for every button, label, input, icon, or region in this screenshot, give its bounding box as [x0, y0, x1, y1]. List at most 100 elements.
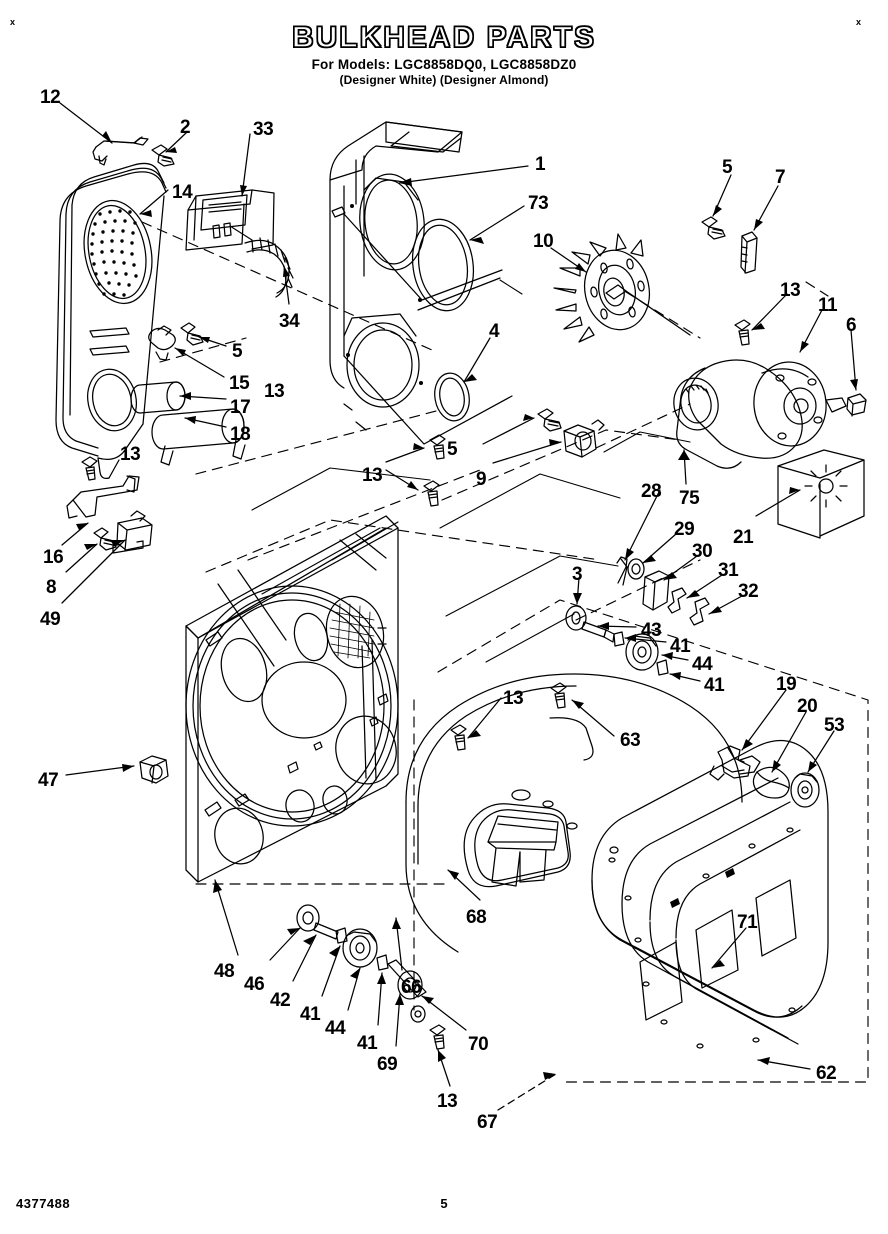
part-5-screw-center: [537, 408, 562, 432]
part-15-knob: [148, 325, 176, 361]
callout-63: 63: [620, 730, 641, 751]
part-44-roller-b: [342, 928, 378, 968]
projection-housing-top: [805, 281, 829, 297]
callout-41-a: 41: [670, 636, 691, 657]
part-13-screw-housing: [734, 319, 751, 346]
part-62-drum: [591, 739, 829, 1049]
finishes-label: (Designer White) (Designer Almond): [339, 73, 549, 88]
callout-68: 68: [466, 907, 487, 928]
leader-48: [214, 879, 239, 956]
callout-33: 33: [253, 119, 274, 140]
part-42-shaft: [313, 922, 339, 940]
callout-29: 29: [674, 519, 695, 540]
callout-31: 31: [718, 560, 739, 581]
callout-13-d: 13: [362, 465, 383, 486]
part-41-washer-a: [613, 631, 625, 647]
part-70-roller: [397, 970, 423, 1000]
callout-7: 7: [775, 167, 786, 188]
part-47-nut: [139, 755, 169, 784]
part-11-blower-housing: [673, 359, 847, 469]
callout-48: 48: [214, 961, 235, 982]
part-4-seal: [434, 372, 470, 422]
leader-67: [497, 1073, 557, 1111]
leader-16: [61, 522, 89, 546]
callout-12: 12: [40, 87, 61, 108]
callout-75: 75: [679, 488, 700, 509]
part-9-clamp: [563, 419, 605, 458]
callout-43: 43: [641, 620, 662, 641]
callout-13-e: 13: [503, 688, 524, 709]
callout-49: 49: [40, 609, 61, 630]
part-69-axle: [387, 959, 427, 998]
part-13-screw-bottom: [429, 1024, 446, 1050]
part-14-console-panel: [55, 162, 167, 479]
part-41-washer-c: [335, 927, 348, 944]
part-73-seal: [411, 218, 475, 312]
callout-13-b: 13: [264, 381, 285, 402]
projection-14: [141, 221, 433, 351]
leader-46: [269, 927, 301, 961]
part-48-front-bulkhead: [185, 515, 399, 883]
part-30-roller-block: [642, 570, 670, 611]
leader-73: [469, 205, 525, 241]
leader-2: [165, 132, 187, 153]
leader-13-b: [385, 447, 425, 463]
part-10-blower-wheel: [553, 233, 691, 343]
callout-21: 21: [733, 527, 754, 548]
part-41-washer-d: [376, 954, 389, 971]
callout-4: 4: [489, 321, 500, 342]
projection-collar: [595, 403, 691, 449]
light-bulb-icon: [804, 464, 848, 508]
leader-41-c: [321, 945, 341, 997]
registration-mark-top-right: x: [856, 17, 862, 27]
callout-41-d: 41: [357, 1033, 378, 1054]
callout-20: 20: [797, 696, 818, 717]
registration-mark-top-left: x: [10, 17, 16, 27]
callout-41-c: 41: [300, 1004, 321, 1025]
callout-66: 66: [401, 977, 422, 998]
callout-13-a: 13: [780, 280, 801, 301]
callout-18: 18: [230, 424, 251, 445]
part-2-screw: [151, 144, 175, 167]
projection-fan-shaft: [625, 291, 701, 339]
part-13-screw-b: [429, 434, 446, 460]
page-title: BULKHEAD PARTS: [291, 21, 597, 54]
callout-46: 46: [244, 974, 265, 995]
leader-71: [711, 927, 747, 969]
callout-28: 28: [641, 481, 662, 502]
projection-lower: [247, 469, 481, 561]
callout-41-b: 41: [704, 675, 725, 696]
callout-67: 67: [477, 1112, 498, 1133]
projection-roller: [575, 559, 701, 621]
part-5-screw-right: [701, 216, 726, 240]
part-32-clip: [689, 597, 710, 626]
rear-bulkhead-assembly: [405, 673, 743, 953]
leader-9: [492, 441, 562, 464]
callout-47: 47: [38, 770, 59, 791]
part-68-baffle: [463, 803, 571, 888]
callout-62: 62: [816, 1063, 837, 1084]
leader-14: [139, 189, 169, 215]
part-34-flex-hose: [244, 237, 294, 298]
callout-34: 34: [279, 311, 300, 332]
callout-9: 9: [476, 469, 487, 490]
callout-5-b: 5: [232, 341, 243, 362]
callout-2: 2: [180, 117, 191, 138]
leader-8: [65, 543, 98, 573]
leader-13-housing: [751, 293, 788, 331]
part-53-burner-nut: [790, 772, 820, 808]
callout-10: 10: [533, 231, 554, 252]
part-13-screw-c: [423, 480, 440, 507]
part-6-plug: [846, 393, 867, 417]
projection-drum-frame: [437, 599, 869, 1083]
title-block: BULKHEAD PARTS For Models: LGC8858DQ0, L…: [0, 21, 888, 88]
callout-14: 14: [172, 182, 193, 203]
callout-5-a: 5: [722, 157, 733, 178]
callout-13-c: 13: [120, 444, 141, 465]
projection-15: [159, 337, 247, 363]
callout-6: 6: [846, 315, 857, 336]
callout-1: 1: [535, 154, 546, 175]
part-7-clip: [740, 231, 758, 274]
leader-28: [624, 489, 661, 561]
